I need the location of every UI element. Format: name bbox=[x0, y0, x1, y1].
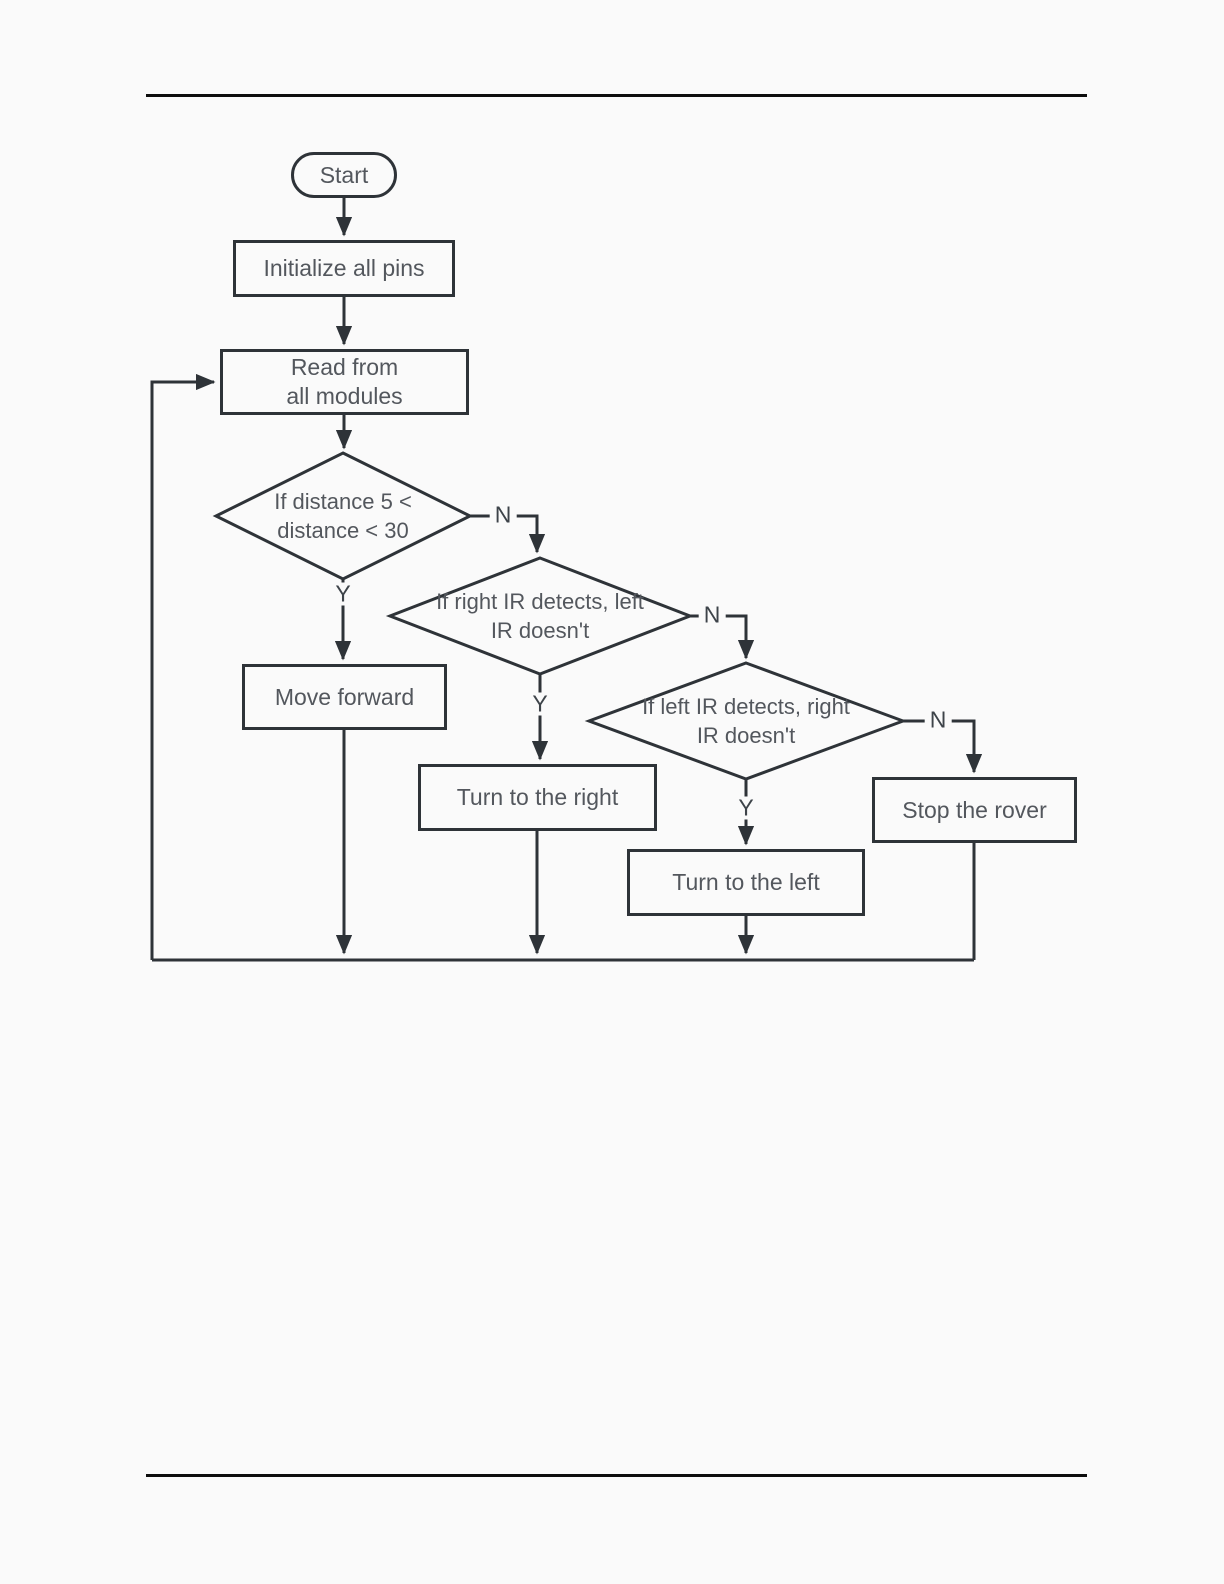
node-start-label: Start bbox=[319, 161, 369, 188]
branch-label-left-ir-no: N bbox=[924, 708, 952, 732]
branch-label-right-ir-yes: Y bbox=[527, 692, 553, 716]
node-initialize-pins-label: Initialize all pins bbox=[263, 255, 425, 282]
branch-label-left-ir-yes: Y bbox=[733, 796, 759, 820]
page-bottom-rule bbox=[146, 1474, 1087, 1477]
decision-distance-shape bbox=[212, 451, 474, 581]
node-turn-left-label: Turn to the left bbox=[672, 869, 820, 896]
node-turn-left: Turn to the left bbox=[627, 849, 865, 916]
node-turn-right-label: Turn to the right bbox=[456, 784, 619, 811]
branch-label-distance-no: N bbox=[489, 503, 517, 527]
node-move-forward-label: Move forward bbox=[274, 683, 415, 710]
decision-left-ir-shape bbox=[584, 661, 908, 781]
node-turn-right: Turn to the right bbox=[418, 764, 657, 831]
node-stop-rover: Stop the rover bbox=[872, 777, 1077, 843]
page-top-rule bbox=[146, 94, 1087, 97]
node-move-forward: Move forward bbox=[242, 664, 447, 730]
branch-label-right-ir-no: N bbox=[698, 603, 726, 627]
edge-loop-back-to-read bbox=[150, 373, 216, 960]
decision-right-ir-shape bbox=[385, 556, 695, 676]
node-read-modules-label: Read from all modules bbox=[286, 354, 403, 409]
node-stop-rover-label: Stop the rover bbox=[902, 796, 1047, 823]
branch-label-distance-yes: Y bbox=[330, 582, 356, 606]
node-start: Start bbox=[291, 152, 397, 198]
node-read-modules: Read from all modules bbox=[220, 349, 469, 415]
node-initialize-pins: Initialize all pins bbox=[233, 240, 455, 297]
